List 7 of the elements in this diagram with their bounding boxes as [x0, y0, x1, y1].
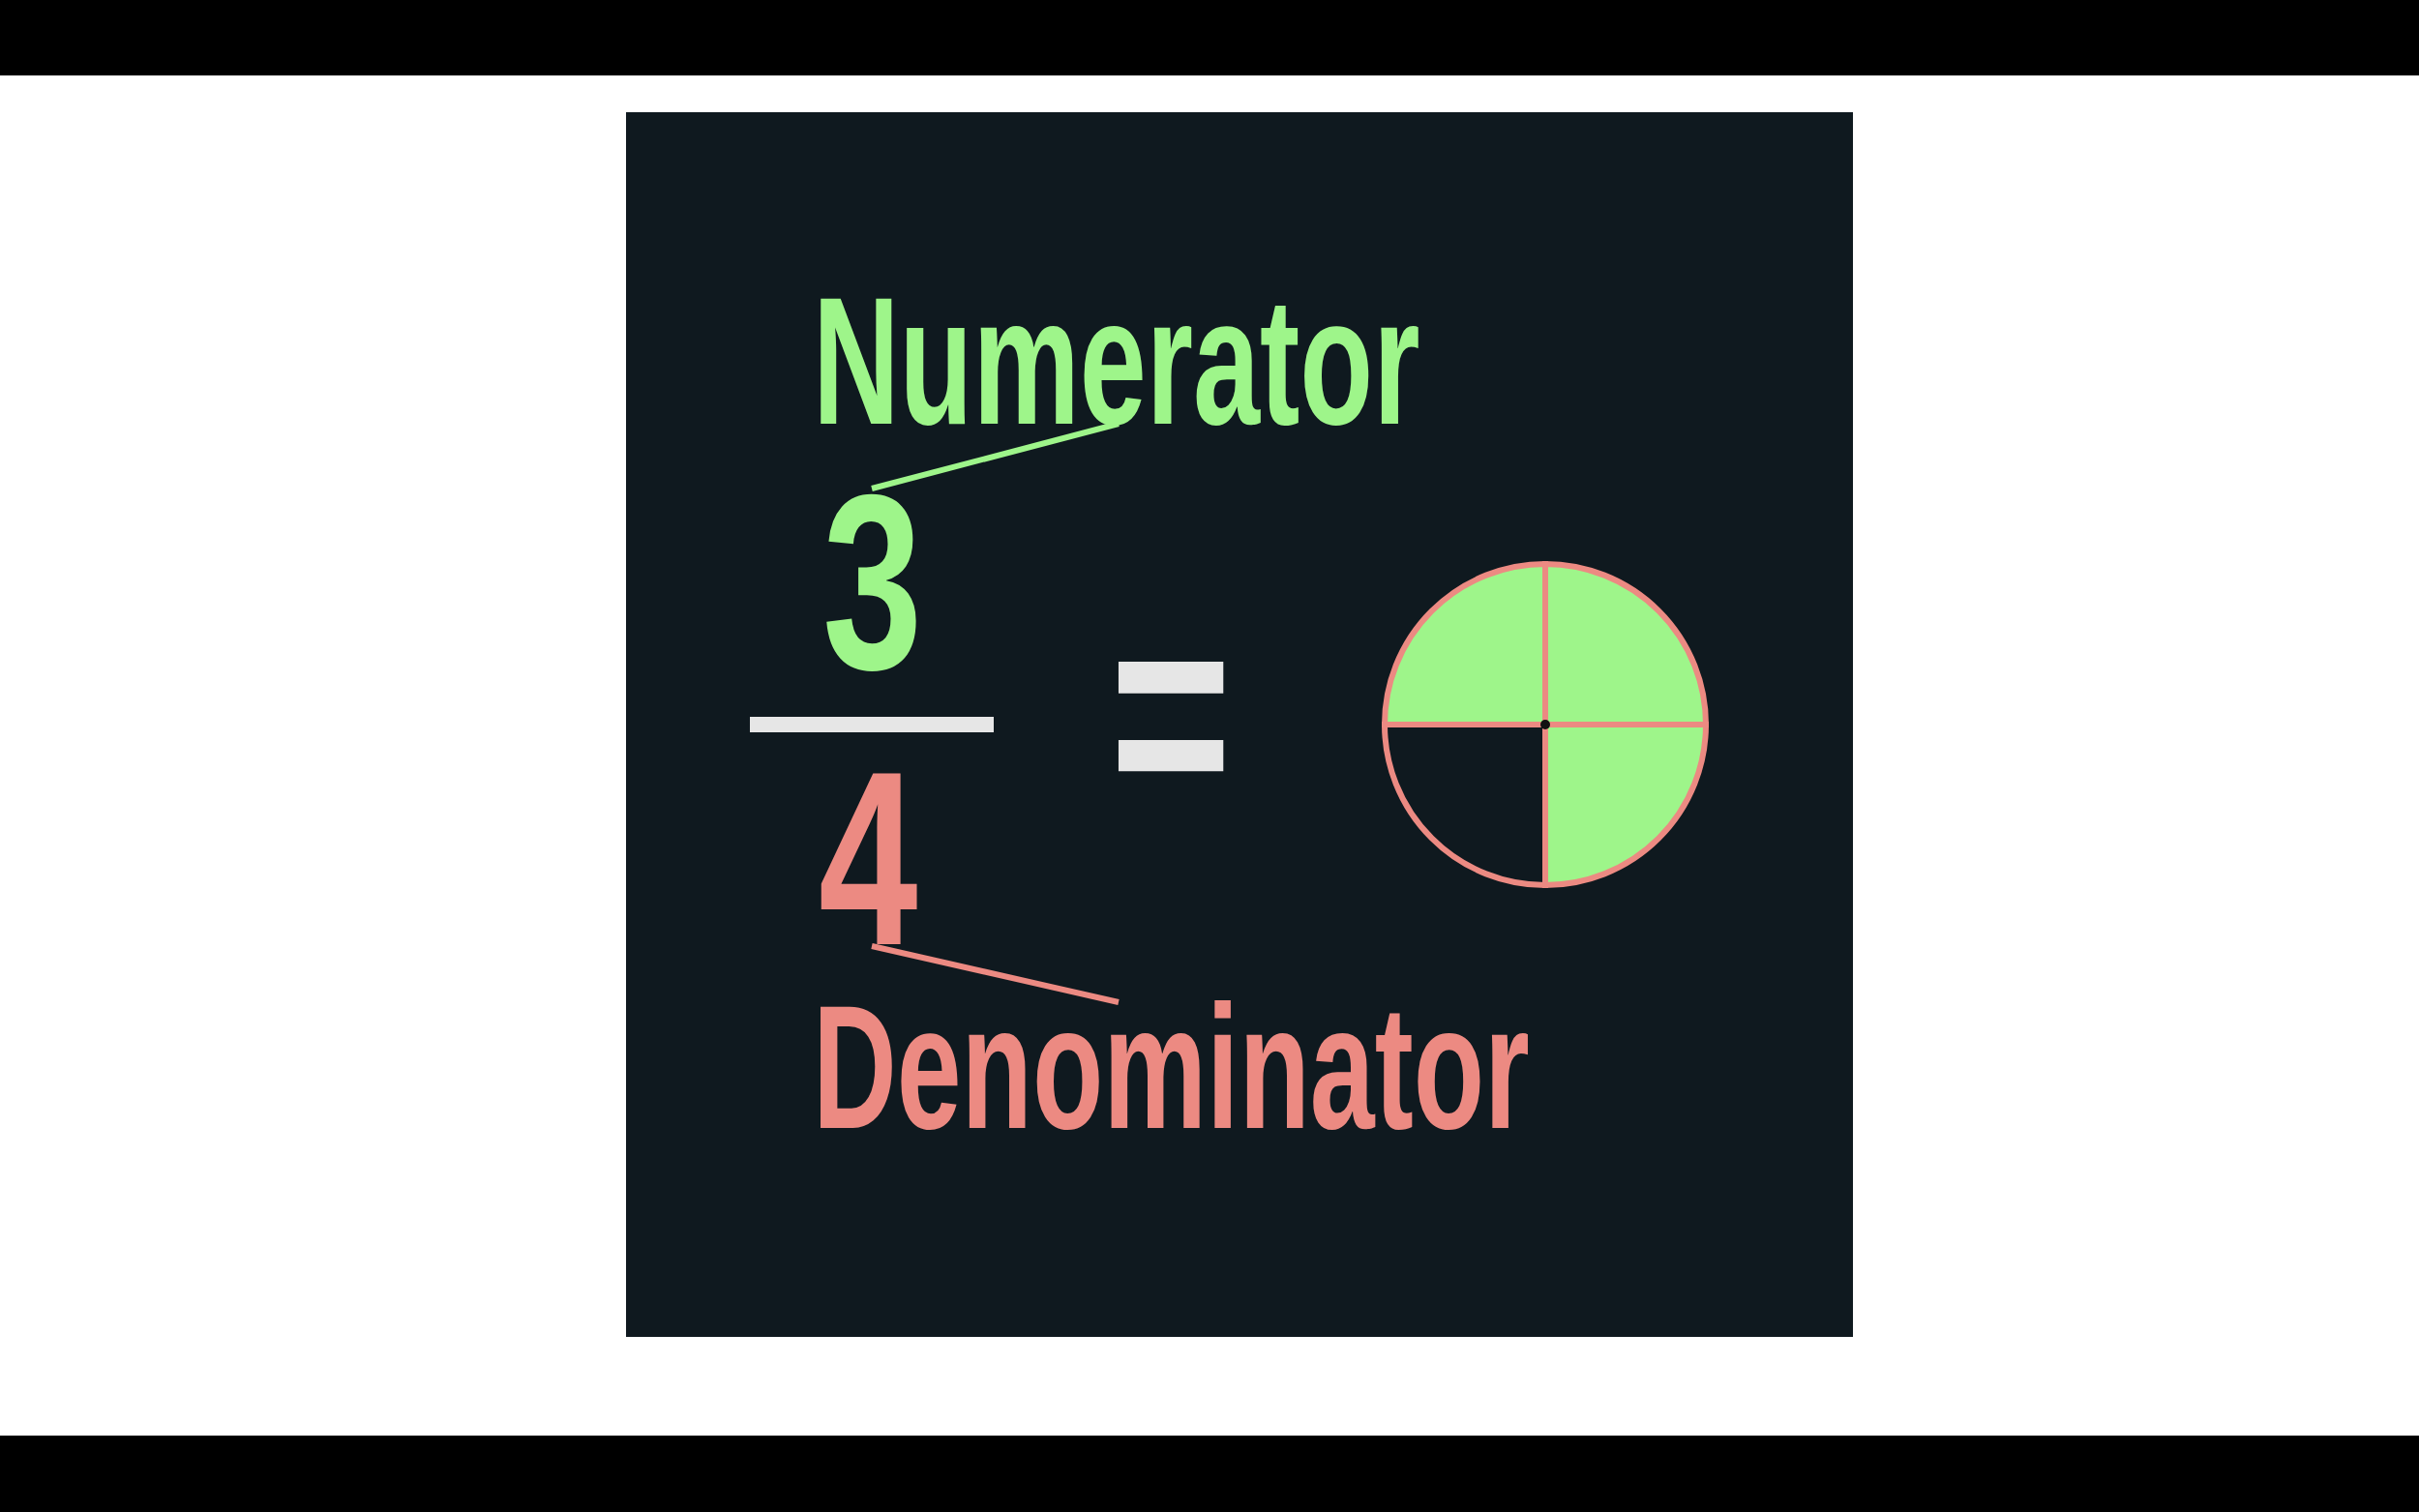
equals-sign: = — [1110, 567, 1233, 857]
numerator-digit: 3 — [822, 458, 923, 707]
fraction-bar — [750, 717, 994, 732]
denominator-digit: 4 — [819, 734, 918, 982]
denominator-label: Denominator — [813, 979, 1530, 1155]
numerator-label: Numerator — [813, 270, 1420, 452]
leader-line — [871, 943, 1120, 1005]
